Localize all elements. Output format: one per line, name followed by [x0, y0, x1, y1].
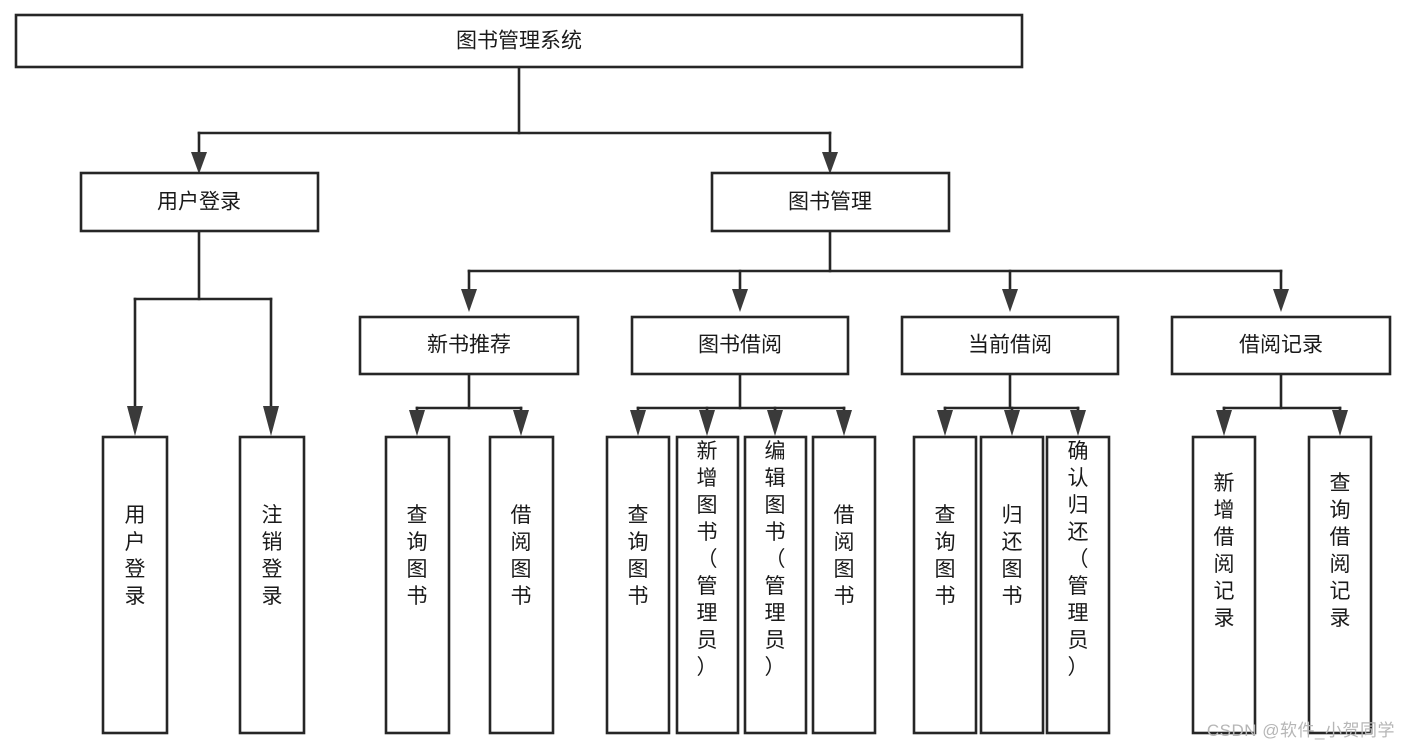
arrowhead-borrow-record — [1273, 289, 1289, 312]
arrowhead-book-borrow — [732, 289, 748, 312]
arrowhead-leaf-logout — [263, 406, 279, 436]
node-borrow-record-label: 借阅记录 — [1239, 334, 1323, 357]
node-leaf-borrow-book-2-box[interactable] — [811, 435, 877, 735]
node-book-manage-label: 图书管理 — [788, 191, 872, 214]
node-leaf-query-book-1-label: 查询图书 — [407, 504, 428, 608]
node-leaf-query-book-2-box[interactable] — [605, 435, 671, 735]
node-leaf-edit-book[interactable]: 编辑图书（管理员） — [743, 435, 808, 735]
arrowhead-leaf-add-book — [699, 410, 715, 436]
node-leaf-borrow-book-1-label: 借阅图书 — [511, 504, 532, 608]
node-leaf-query-book-2[interactable]: 查询图书 — [605, 435, 671, 735]
node-leaf-edit-book-label: 编辑图书（管理员） — [765, 440, 786, 679]
arrowhead-leaf-borrow-book-1 — [513, 410, 529, 436]
node-leaf-borrow-book-2[interactable]: 借阅图书 — [811, 435, 877, 735]
node-new-book-rec[interactable]: 新书推荐 — [358, 315, 580, 376]
node-leaf-logout-box[interactable] — [238, 435, 306, 735]
node-leaf-user-login-label: 用户登录 — [125, 504, 146, 608]
node-book-borrow-box[interactable] — [630, 315, 850, 376]
arrowhead-leaf-borrow-book-2 — [836, 410, 852, 436]
node-leaf-query-book-3[interactable]: 查询图书 — [912, 435, 978, 735]
node-new-book-rec-box[interactable] — [358, 315, 580, 376]
node-leaf-user-login-box[interactable] — [101, 435, 169, 735]
node-user-login[interactable]: 用户登录 — [79, 171, 320, 233]
node-borrow-record[interactable]: 借阅记录 — [1170, 315, 1392, 376]
connector-layer — [127, 65, 1348, 436]
node-user-login-box[interactable] — [79, 171, 320, 233]
node-leaf-user-login[interactable]: 用户登录 — [101, 435, 169, 735]
node-leaf-query-book-1[interactable]: 查询图书 — [384, 435, 451, 735]
arrowhead-user-login — [191, 152, 207, 174]
node-leaf-confirm-return-box[interactable] — [1045, 435, 1111, 735]
arrowhead-leaf-query-book-1 — [409, 410, 425, 436]
node-leaf-query-book-3-label: 查询图书 — [935, 504, 956, 608]
csdn-watermark: CSDN @软件_小贺同学 — [1206, 721, 1395, 740]
arrowhead-leaf-confirm-return — [1070, 410, 1086, 436]
node-borrow-record-box[interactable] — [1170, 315, 1392, 376]
node-leaf-add-record[interactable]: 新增借阅记录 — [1191, 435, 1257, 735]
node-book-manage[interactable]: 图书管理 — [710, 171, 951, 233]
arrowhead-new-book-rec — [461, 289, 477, 312]
arrowhead-leaf-return-book — [1004, 410, 1020, 436]
node-leaf-logout[interactable]: 注销登录 — [238, 435, 306, 735]
arrowhead-leaf-edit-book — [767, 410, 783, 436]
node-leaf-return-book[interactable]: 归还图书 — [979, 435, 1045, 735]
arrowhead-leaf-query-book-3 — [937, 410, 953, 436]
node-current-borrow-box[interactable] — [900, 315, 1120, 376]
node-leaf-query-record-box[interactable] — [1307, 435, 1373, 735]
arrowhead-leaf-query-book-2 — [630, 410, 646, 436]
node-leaf-query-record[interactable]: 查询借阅记录 — [1307, 435, 1373, 735]
node-leaf-query-book-1-box[interactable] — [384, 435, 451, 735]
node-current-borrow-label: 当前借阅 — [968, 334, 1052, 357]
node-root-box[interactable] — [14, 13, 1024, 69]
node-leaf-add-record-label: 新增借阅记录 — [1214, 472, 1235, 630]
node-leaf-add-book-box[interactable] — [675, 435, 740, 735]
node-new-book-rec-label: 新书推荐 — [427, 334, 511, 357]
node-leaf-add-book[interactable]: 新增图书（管理员） — [675, 435, 740, 735]
arrowhead-leaf-add-record — [1216, 410, 1232, 436]
node-user-login-label: 用户登录 — [157, 191, 241, 214]
node-leaf-edit-book-box[interactable] — [743, 435, 808, 735]
node-leaf-add-record-box[interactable] — [1191, 435, 1257, 735]
arrowhead-current-borrow — [1002, 289, 1018, 312]
node-current-borrow[interactable]: 当前借阅 — [900, 315, 1120, 376]
node-leaf-confirm-return-label: 确认归还（管理员） — [1068, 440, 1089, 679]
node-book-borrow-label: 图书借阅 — [698, 334, 782, 357]
node-leaf-logout-label: 注销登录 — [262, 504, 283, 608]
node-root[interactable]: 图书管理系统 — [14, 13, 1024, 69]
node-book-borrow[interactable]: 图书借阅 — [630, 315, 850, 376]
node-leaf-query-book-3-box[interactable] — [912, 435, 978, 735]
node-book-manage-box[interactable] — [710, 171, 951, 233]
node-leaf-borrow-book-1-box[interactable] — [488, 435, 555, 735]
node-leaf-borrow-book-2-label: 借阅图书 — [834, 504, 855, 608]
arrowhead-leaf-user-login — [127, 406, 143, 436]
arrowhead-leaf-query-record — [1332, 410, 1348, 436]
arrowhead-book-manage — [822, 152, 838, 174]
node-leaf-query-record-label: 查询借阅记录 — [1330, 472, 1351, 630]
node-leaf-confirm-return[interactable]: 确认归还（管理员） — [1045, 435, 1111, 735]
node-leaf-add-book-label: 新增图书（管理员） — [697, 440, 718, 679]
node-leaf-return-book-box[interactable] — [979, 435, 1045, 735]
node-leaf-query-book-2-label: 查询图书 — [628, 504, 649, 608]
node-root-label: 图书管理系统 — [456, 30, 582, 53]
node-leaf-return-book-label: 归还图书 — [1002, 504, 1023, 608]
node-leaf-borrow-book-1[interactable]: 借阅图书 — [488, 435, 555, 735]
